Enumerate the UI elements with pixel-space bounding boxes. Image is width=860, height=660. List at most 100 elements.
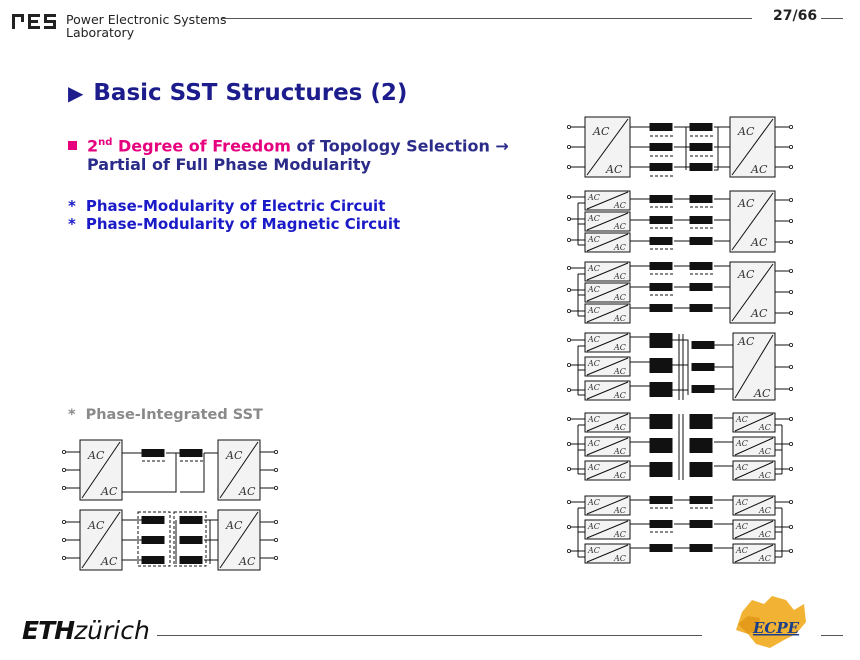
ac-label: AC (587, 359, 600, 368)
ac-label: AC (737, 197, 755, 210)
ac-label: AC (613, 391, 626, 400)
ac-label: AC (87, 519, 105, 532)
ac-label: AC (587, 415, 600, 424)
ac-label: AC (613, 314, 626, 323)
star-item-phase-integrated: *Phase-Integrated SST (68, 407, 263, 423)
ac-label: AC (587, 285, 600, 294)
ac-label: AC (758, 447, 771, 456)
ac-label: AC (225, 449, 243, 462)
topology-row-1 (570, 116, 790, 178)
ac-label: AC (758, 471, 771, 480)
ac-label: AC (613, 367, 626, 376)
ac-label: AC (238, 485, 256, 498)
ac-label: AC (613, 293, 626, 302)
topology-row-4 (570, 332, 790, 401)
lab-name: Power Electronic Systems Laboratory (66, 13, 226, 39)
eth-logo-zurich: zürich (74, 616, 150, 645)
ac-label: AC (735, 498, 748, 507)
ac-label: AC (750, 163, 768, 176)
slide-title: ▶ Basic SST Structures (2) (68, 80, 407, 106)
bullet1-rest: of Topology Selection → (290, 136, 509, 156)
ac-label: AC (613, 471, 626, 480)
eth-logo-bold: ETH (22, 616, 75, 645)
ac-label: AC (735, 463, 748, 472)
slide-title-text: Basic SST Structures (2) (93, 80, 408, 106)
ac-label: AC (587, 214, 600, 223)
star-text-phase-integrated: Phase-Integrated SST (85, 407, 263, 423)
ac-label: AC (613, 222, 626, 231)
ac-label: AC (225, 519, 243, 532)
ac-label: AC (753, 387, 771, 400)
ac-label: AC (587, 193, 600, 202)
ac-label: AC (613, 554, 626, 563)
phase-integrated-diagram-2 (65, 509, 275, 571)
triangle-bullet-icon: ▶ (68, 81, 84, 105)
lab-name-line2: Laboratory (66, 25, 135, 40)
ac-label: AC (735, 522, 748, 531)
star-item-magnetic: *Phase-Modularity of Magnetic Circuit (68, 215, 401, 233)
terminal-markers (62, 125, 794, 561)
square-bullet-icon (68, 141, 77, 151)
ac-label: AC (613, 272, 626, 281)
ac-label: AC (587, 335, 600, 344)
ac-label: AC (605, 163, 623, 176)
ac-label: AC (737, 335, 755, 348)
ac-label: AC (587, 463, 600, 472)
ac-label: AC (592, 125, 610, 138)
topology-row-3 (570, 261, 790, 324)
ac-label: AC (87, 449, 105, 462)
phase-integrated-diagram-1 (65, 439, 275, 501)
ac-label: AC (613, 530, 626, 539)
ac-label: AC (587, 235, 600, 244)
ac-label: AC (735, 546, 748, 555)
ac-label: AC (613, 201, 626, 210)
star-text-electric: Phase-Modularity of Electric Circuit (85, 197, 386, 215)
ac-label: AC (735, 415, 748, 424)
ecpe-text: ECPE (752, 619, 800, 637)
ac-label: AC (587, 306, 600, 315)
ac-label: AC (758, 530, 771, 539)
ac-label: AC (613, 343, 626, 352)
ac-label: AC (758, 506, 771, 515)
lab-name-line1: Power Electronic Systems (66, 12, 227, 27)
ac-label: AC (587, 498, 600, 507)
ac-label: AC (587, 439, 600, 448)
ac-label: AC (613, 243, 626, 252)
ac-label: AC (587, 522, 600, 531)
header-dash (821, 18, 843, 19)
bullet-degree-of-freedom: 2nd Degree of Freedom of Topology Select… (68, 133, 509, 174)
ac-label: AC (100, 555, 118, 568)
footer-rule (157, 635, 702, 636)
ac-label: AC (613, 447, 626, 456)
bullet1-highlight: Degree of Freedom (112, 136, 291, 156)
ac-label: AC (613, 423, 626, 432)
ac-label: AC (758, 423, 771, 432)
ac-label: AC (587, 383, 600, 392)
bullet1-number: 2 (87, 136, 99, 156)
topology-row-5 (570, 412, 790, 481)
footer-dash (821, 635, 843, 636)
ac-label: AC (613, 506, 626, 515)
header-rule (222, 18, 752, 19)
bullet1-sup: nd (98, 137, 113, 148)
ac-label: AC (737, 268, 755, 281)
topology-row-2 (570, 190, 790, 253)
star-item-electric: *Phase-Modularity of Electric Circuit (68, 197, 386, 215)
ac-label: AC (750, 307, 768, 320)
ac-label: AC (737, 125, 755, 138)
ecpe-logo: ECPE (736, 596, 806, 648)
ac-label: AC (587, 546, 600, 555)
eth-zurich-logo: ETHzürich (22, 616, 150, 645)
topology-row-6 (570, 495, 790, 564)
slide-number: 27/66 (773, 8, 818, 24)
star-text-magnetic: Phase-Modularity of Magnetic Circuit (85, 215, 401, 233)
ac-label: AC (100, 485, 118, 498)
ac-label: AC (750, 236, 768, 249)
ac-label: AC (238, 555, 256, 568)
bullet1-line2: Partial of Full Phase Modularity (87, 155, 371, 175)
ac-label: AC (758, 554, 771, 563)
ac-label: AC (587, 264, 600, 273)
ac-label: AC (735, 439, 748, 448)
